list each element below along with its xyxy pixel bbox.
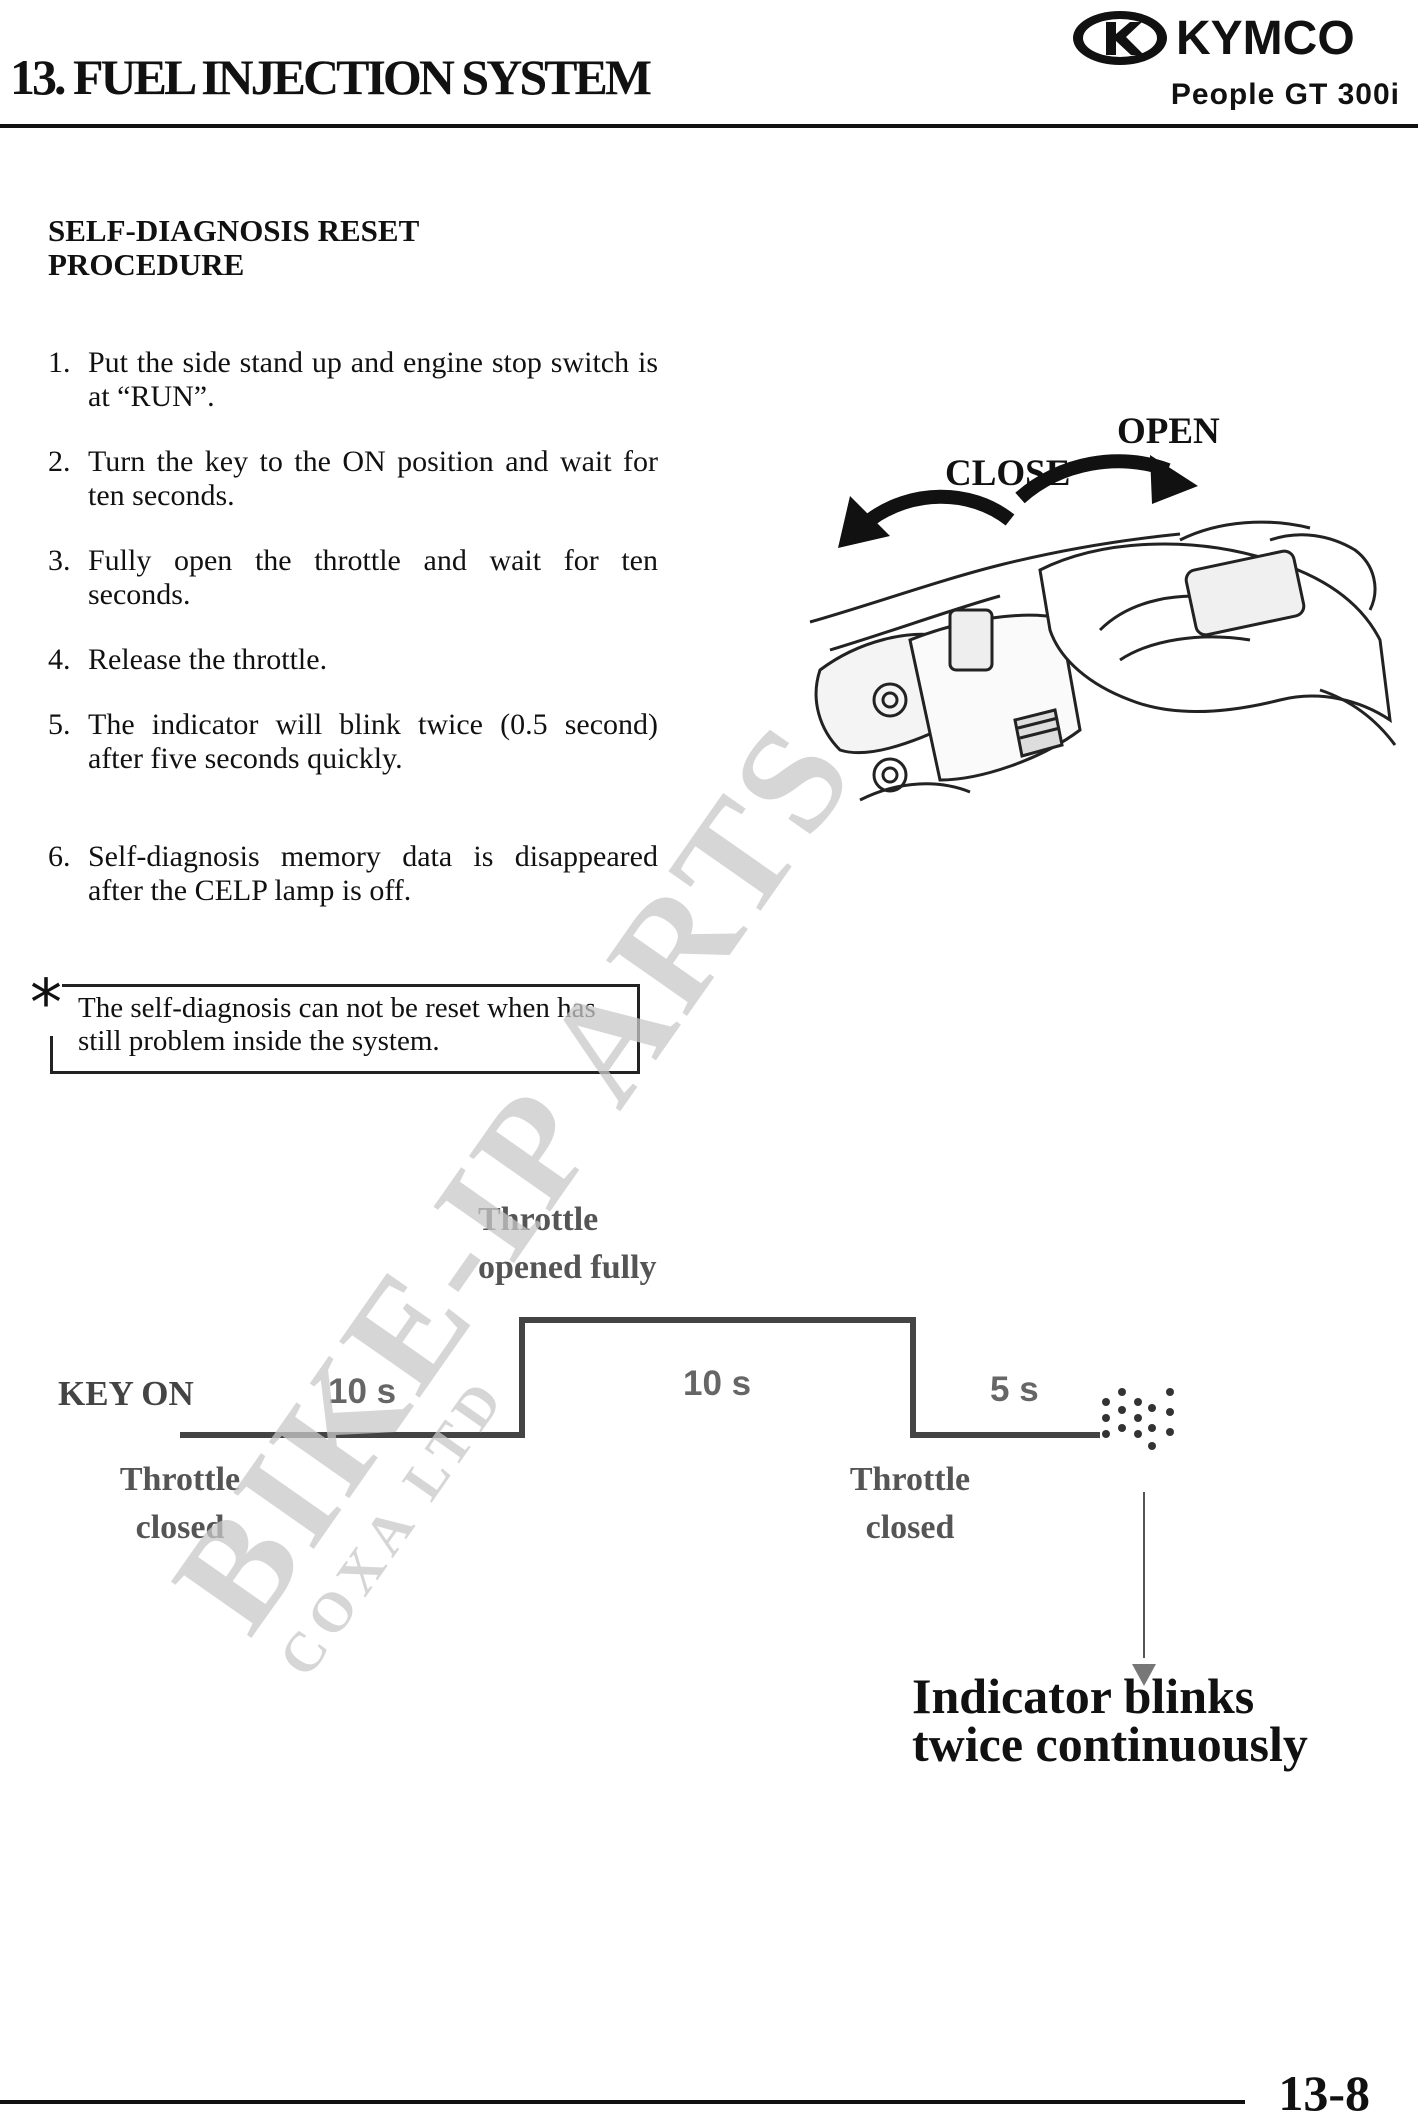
throttle-timing-diagram: [180, 1317, 1174, 1686]
label-line: Throttle: [849, 1461, 971, 1498]
step-text: The indicator will blink twice (0.5 seco…: [88, 708, 658, 775]
caption-line: twice continuously: [912, 1716, 1308, 1772]
duration-label: 10 s: [328, 1372, 397, 1411]
note-text: The self-diagnosis can not be reset when…: [78, 992, 596, 1057]
step-text: Release the throttle.: [88, 643, 328, 676]
kymco-logo: KYMCO: [1073, 11, 1355, 65]
duration-label: 10 s: [683, 1364, 752, 1403]
step-text: Put the side stand up and engine stop sw…: [88, 346, 658, 413]
duration-label: 5 s: [990, 1370, 1039, 1409]
step-text: Fully open the throttle and wait for ten…: [88, 544, 658, 611]
step-item: 6. Self-diagnosis memory data is disappea…: [48, 840, 658, 908]
section-heading-line: PROCEDURE: [48, 247, 245, 282]
label-line: closed: [865, 1509, 955, 1546]
step-number: 2.: [48, 445, 71, 478]
timing-waveform: [180, 1317, 1100, 1438]
step-item: 2. Turn the key to the ON position and wa…: [48, 445, 658, 513]
step-item: 3. Fully open the throttle and wait for t…: [48, 544, 658, 612]
step-text: Turn the key to the ON position and wait…: [88, 445, 658, 512]
label-line: Throttle: [478, 1201, 599, 1238]
footer-rule: [0, 2100, 1245, 2104]
steps-list: 1. Put the side stand up and engine stop …: [48, 346, 658, 908]
close-label: CLOSE: [945, 453, 1071, 494]
model-name: People GT 300i: [1170, 78, 1400, 111]
open-label: OPEN: [1117, 411, 1220, 452]
step-number: 4.: [48, 643, 71, 676]
indicator-caption: Indicator blinks twice continuously: [912, 1668, 1308, 1772]
step-number: 5.: [48, 708, 71, 741]
caption-line: Indicator blinks: [912, 1668, 1255, 1724]
brand-name: KYMCO: [1176, 12, 1355, 65]
section-heading: SELF-DIAGNOSIS RESET PROCEDURE: [48, 214, 548, 282]
step-number: 1.: [48, 346, 71, 379]
label-line: closed: [135, 1509, 225, 1546]
step-text: Self-diagnosis memory data is disappeare…: [88, 840, 658, 907]
throttle-opened-label: Throttle opened fully: [478, 1196, 657, 1292]
page-number: 13-8: [1268, 2064, 1370, 2122]
blink-dots: [1102, 1388, 1174, 1450]
step-item: 1. Put the side stand up and engine stop …: [48, 346, 658, 414]
step-number: 6.: [48, 840, 71, 873]
label-line: opened fully: [478, 1249, 657, 1286]
throttle-closed-label: Throttle closed: [100, 1456, 260, 1552]
header-rule: [0, 124, 1418, 128]
section-heading-line: SELF-DIAGNOSIS RESET: [48, 213, 420, 248]
note-asterisk: *: [30, 967, 62, 1041]
step-item: 4. Release the throttle.: [48, 643, 658, 677]
indicator-pointer-arrowhead: [1132, 1664, 1156, 1686]
throttle-closed-label: Throttle closed: [830, 1456, 990, 1552]
step-item: 5. The indicator will blink twice (0.5 se…: [48, 708, 658, 776]
label-line: Throttle: [119, 1461, 241, 1498]
chapter-title: 13. FUEL INJECTION SYSTEM: [10, 49, 652, 105]
key-on-label: KEY ON: [58, 1374, 194, 1413]
step-number: 3.: [48, 544, 71, 577]
throttle-grip-illustration: [809, 454, 1397, 802]
